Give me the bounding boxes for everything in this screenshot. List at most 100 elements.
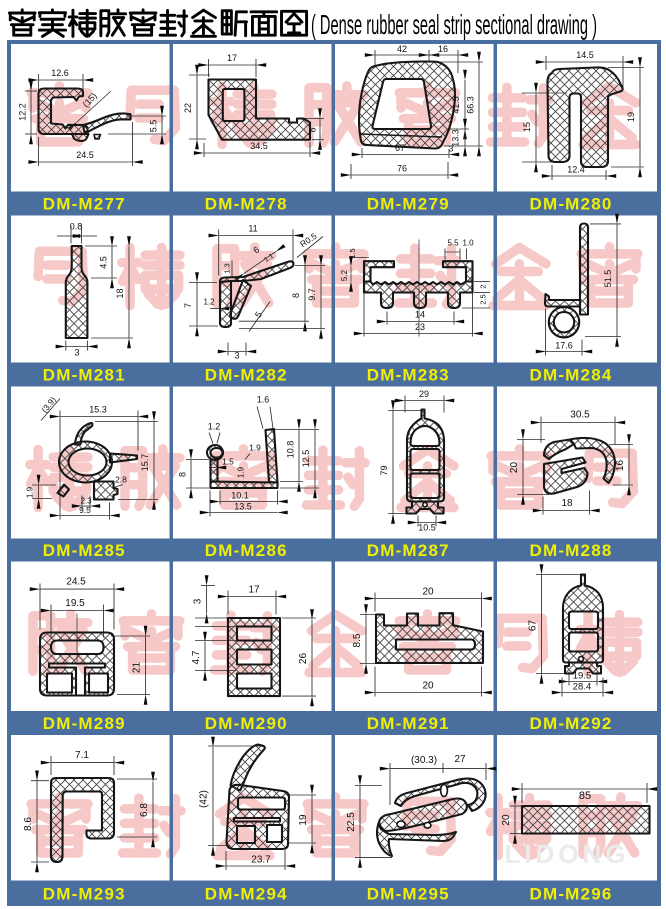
svg-text:13.5: 13.5 bbox=[234, 502, 252, 512]
svg-text:23.7: 23.7 bbox=[251, 855, 271, 866]
svg-text:13.3: 13.3 bbox=[451, 129, 461, 147]
svg-text:24.5: 24.5 bbox=[76, 150, 94, 160]
svg-text:8.5: 8.5 bbox=[352, 633, 363, 647]
svg-text:15.3: 15.3 bbox=[89, 405, 107, 415]
svg-text:DM-M296: DM-M296 bbox=[529, 884, 612, 903]
svg-text:DM-M281: DM-M281 bbox=[43, 366, 126, 385]
svg-text:7.1: 7.1 bbox=[75, 750, 89, 761]
svg-text:1.5: 1.5 bbox=[348, 248, 357, 258]
svg-text:DM-M295: DM-M295 bbox=[367, 884, 450, 903]
svg-text:DM-M284: DM-M284 bbox=[529, 366, 612, 385]
svg-text:0.8: 0.8 bbox=[70, 222, 83, 232]
svg-text:22: 22 bbox=[183, 103, 193, 113]
svg-text:1.9: 1.9 bbox=[249, 443, 261, 453]
svg-text:67: 67 bbox=[528, 620, 539, 632]
svg-text:24.5: 24.5 bbox=[66, 577, 86, 588]
svg-text:4.5: 4.5 bbox=[99, 256, 109, 269]
svg-text:10.8: 10.8 bbox=[286, 441, 296, 459]
svg-text:DM-M288: DM-M288 bbox=[529, 541, 612, 560]
svg-text:8: 8 bbox=[178, 472, 188, 477]
svg-text:12.2: 12.2 bbox=[18, 103, 28, 121]
svg-text:LIDONG: LIDONG bbox=[504, 839, 629, 869]
svg-text:6: 6 bbox=[251, 244, 261, 255]
svg-text:18: 18 bbox=[561, 498, 573, 509]
svg-text:9.5: 9.5 bbox=[79, 505, 91, 515]
svg-text:1.3: 1.3 bbox=[223, 263, 232, 273]
svg-text:8: 8 bbox=[308, 127, 318, 132]
svg-text:16: 16 bbox=[615, 460, 626, 472]
svg-text:( Dense rubber seal strip sect: ( Dense rubber seal strip sectional draw… bbox=[311, 9, 597, 40]
svg-text:21: 21 bbox=[132, 662, 143, 674]
svg-text:12.5: 12.5 bbox=[301, 450, 311, 468]
svg-text:19: 19 bbox=[626, 112, 636, 122]
svg-text:4.7: 4.7 bbox=[191, 650, 202, 664]
svg-text:3: 3 bbox=[234, 351, 239, 361]
svg-text:18: 18 bbox=[115, 288, 125, 298]
svg-text:26: 26 bbox=[298, 653, 309, 665]
svg-text:27: 27 bbox=[454, 754, 466, 765]
svg-text:51.5: 51.5 bbox=[603, 270, 613, 288]
svg-text:(42): (42) bbox=[199, 790, 210, 808]
svg-text:67: 67 bbox=[395, 143, 405, 153]
svg-text:2: 2 bbox=[479, 284, 488, 288]
svg-text:5.2: 5.2 bbox=[340, 269, 349, 281]
svg-text:5: 5 bbox=[253, 310, 264, 320]
svg-text:5.5: 5.5 bbox=[447, 239, 459, 248]
svg-text:19.5: 19.5 bbox=[65, 598, 85, 609]
svg-text:2.3: 2.3 bbox=[80, 497, 92, 506]
svg-text:22.5: 22.5 bbox=[346, 812, 357, 832]
svg-text:7: 7 bbox=[183, 303, 193, 308]
svg-text:DM-M278: DM-M278 bbox=[205, 195, 288, 214]
svg-text:42: 42 bbox=[397, 44, 407, 54]
svg-text:9.7: 9.7 bbox=[307, 288, 317, 301]
svg-text:3: 3 bbox=[74, 348, 79, 358]
svg-text:DM-M290: DM-M290 bbox=[205, 714, 288, 733]
svg-text:3: 3 bbox=[193, 598, 204, 604]
svg-text:8: 8 bbox=[291, 293, 301, 298]
svg-text:19: 19 bbox=[298, 814, 309, 826]
svg-text:66.3: 66.3 bbox=[466, 96, 476, 114]
svg-text:DM-M294: DM-M294 bbox=[205, 884, 288, 903]
svg-text:14.5: 14.5 bbox=[576, 50, 594, 60]
svg-text:30.5: 30.5 bbox=[570, 410, 590, 421]
svg-text:20: 20 bbox=[501, 814, 512, 826]
svg-text:28.4: 28.4 bbox=[573, 682, 592, 693]
svg-text:34.5: 34.5 bbox=[250, 141, 268, 151]
svg-text:(30.3): (30.3) bbox=[411, 755, 437, 766]
svg-text:15.7: 15.7 bbox=[140, 454, 150, 472]
svg-text:17: 17 bbox=[227, 53, 237, 63]
svg-text:6.8: 6.8 bbox=[139, 803, 150, 817]
svg-text:14: 14 bbox=[415, 310, 425, 320]
svg-text:19.5: 19.5 bbox=[573, 671, 592, 682]
svg-text:1.2: 1.2 bbox=[203, 298, 215, 307]
svg-text:76: 76 bbox=[397, 164, 407, 174]
svg-text:DM-M279: DM-M279 bbox=[367, 195, 450, 214]
svg-text:41.5: 41.5 bbox=[451, 96, 461, 114]
svg-text:16: 16 bbox=[438, 44, 448, 54]
svg-text:1.5: 1.5 bbox=[222, 457, 234, 467]
svg-text:20: 20 bbox=[509, 462, 520, 474]
svg-text:15: 15 bbox=[522, 122, 532, 132]
svg-text:DM-M282: DM-M282 bbox=[205, 366, 288, 385]
svg-text:5.5: 5.5 bbox=[149, 120, 159, 133]
svg-text:2.8: 2.8 bbox=[115, 475, 127, 485]
svg-text:DM-M286: DM-M286 bbox=[205, 541, 288, 560]
svg-text:12.4: 12.4 bbox=[567, 165, 585, 175]
svg-text:20: 20 bbox=[422, 681, 434, 692]
svg-text:29: 29 bbox=[419, 389, 429, 399]
svg-text:DM-M277: DM-M277 bbox=[43, 195, 126, 214]
svg-text:DM-M280: DM-M280 bbox=[529, 195, 612, 214]
svg-text:10.5: 10.5 bbox=[418, 523, 436, 533]
svg-text:2.5: 2.5 bbox=[479, 294, 488, 304]
svg-text:DM-M285: DM-M285 bbox=[43, 541, 126, 560]
svg-text:DM-M293: DM-M293 bbox=[43, 884, 126, 903]
svg-text:12.6: 12.6 bbox=[51, 68, 69, 78]
svg-text:1.1: 1.1 bbox=[263, 253, 275, 264]
svg-text:11: 11 bbox=[248, 224, 257, 234]
svg-text:17: 17 bbox=[248, 585, 260, 596]
svg-text:20: 20 bbox=[422, 587, 434, 598]
svg-text:3: 3 bbox=[449, 144, 454, 154]
svg-text:DM-M283: DM-M283 bbox=[367, 366, 450, 385]
svg-text:1.9: 1.9 bbox=[237, 466, 246, 478]
svg-text:DM-M291: DM-M291 bbox=[367, 714, 450, 733]
